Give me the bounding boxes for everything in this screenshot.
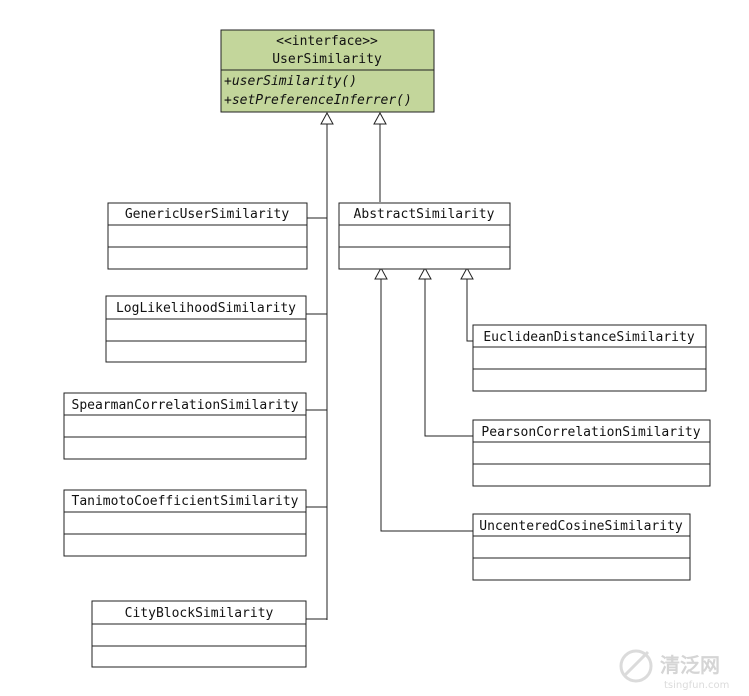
- class-name-loglikelihood-similarity: LogLikelihoodSimilarity: [116, 301, 296, 316]
- interface-stereotype: <<interface>>: [276, 34, 378, 49]
- class-box-loglikelihood-similarity: LogLikelihoodSimilarity: [105, 295, 307, 363]
- class-name-generic-user-similarity: GenericUserSimilarity: [125, 207, 290, 222]
- arrowhead-abstract: [373, 111, 387, 125]
- arrowhead-pearson: [418, 266, 432, 280]
- class-box-abstract-similarity: AbstractSimilarity: [338, 202, 511, 270]
- class-name-euclidean-distance-similarity: EuclideanDistanceSimilarity: [483, 330, 694, 345]
- class-box-euclidean-distance-similarity: EuclideanDistanceSimilarity: [472, 324, 707, 392]
- class-name-tanimoto-coefficient-similarity: TanimotoCoefficientSimilarity: [72, 494, 299, 509]
- link-pearson: [424, 279, 473, 437]
- watermark: 清泛网 tsingfun.com: [619, 649, 729, 691]
- interface-name: UserSimilarity: [272, 52, 382, 67]
- interface-method-1: +userSimilarity(): [224, 74, 357, 89]
- arrowhead-uncentered: [374, 266, 388, 280]
- class-box-tanimoto-coefficient-similarity: TanimotoCoefficientSimilarity: [63, 489, 307, 557]
- watermark-brand: 清泛网: [660, 653, 720, 677]
- class-box-pearson-correlation-similarity: PearsonCorrelationSimilarity: [472, 419, 711, 487]
- class-name-pearson-correlation-similarity: PearsonCorrelationSimilarity: [481, 425, 700, 440]
- class-name-abstract-similarity: AbstractSimilarity: [354, 207, 495, 222]
- arrowhead-trunk: [320, 111, 334, 125]
- interface-box-user-similarity: <<interface>> UserSimilarity +userSimila…: [220, 29, 435, 113]
- class-name-cityblock-similarity: CityBlockSimilarity: [125, 606, 274, 621]
- interface-method-2: +setPreferenceInferrer(): [224, 93, 412, 108]
- arrowhead-euclidean: [460, 266, 474, 280]
- inheritance-arrowheads: [320, 111, 474, 280]
- link-uncentered: [380, 279, 473, 532]
- interface-box-fill: [220, 29, 435, 113]
- class-box-uncentered-cosine-similarity: UncenteredCosineSimilarity: [472, 513, 691, 581]
- class-name-uncentered-cosine-similarity: UncenteredCosineSimilarity: [479, 519, 683, 534]
- class-box-generic-user-similarity: GenericUserSimilarity: [107, 202, 308, 270]
- class-box-cityblock-similarity: CityBlockSimilarity: [91, 600, 307, 668]
- link-euclidean: [466, 279, 473, 342]
- watermark-logo-icon: [619, 649, 653, 683]
- watermark-url: tsingfun.com: [664, 680, 729, 691]
- class-box-spearman-correlation-similarity: SpearmanCorrelationSimilarity: [63, 392, 307, 460]
- connector-lines: [306, 123, 473, 620]
- class-name-spearman-correlation-similarity: SpearmanCorrelationSimilarity: [72, 398, 299, 413]
